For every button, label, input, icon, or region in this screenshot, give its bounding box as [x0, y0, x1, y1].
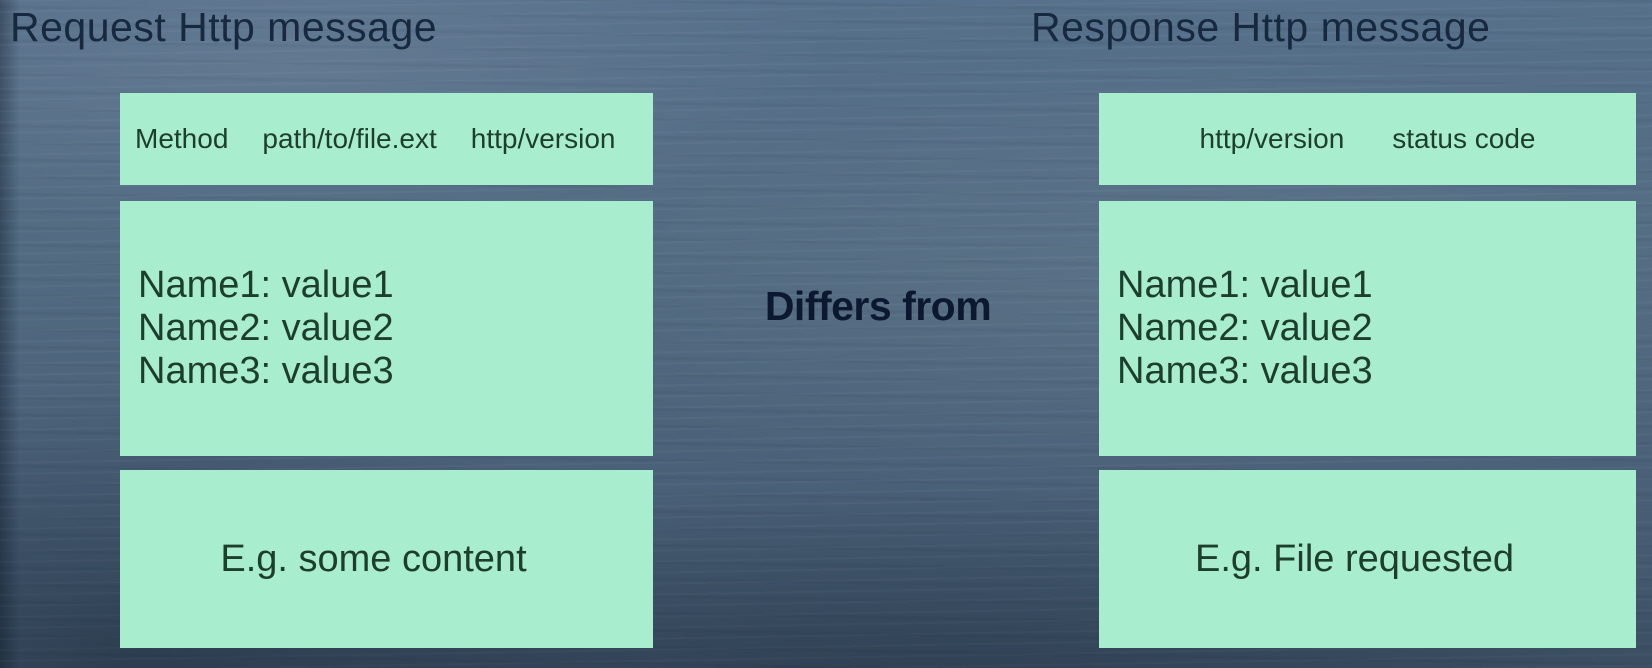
- request-header-line-1: Name1: value1: [138, 264, 394, 306]
- response-body-example-label: E.g. File requested: [1195, 537, 1514, 580]
- request-header-line-3: Name3: value3: [138, 350, 394, 392]
- request-start-line-box: Method path/to/file.ext http/version: [120, 93, 653, 185]
- request-body-example-label: E.g. some content: [220, 537, 527, 580]
- request-body-box: E.g. some content: [120, 470, 653, 648]
- response-header-line-1: Name1: value1: [1117, 264, 1373, 306]
- response-status-code-label: status code: [1392, 123, 1536, 154]
- request-title: Request Http message: [10, 4, 438, 50]
- response-http-version-label: http/version: [1199, 123, 1345, 154]
- request-headers-box: Name1: value1 Name2: value2 Name3: value…: [120, 201, 653, 456]
- response-header-line-2: Name2: value2: [1117, 307, 1373, 349]
- request-http-version-label: http/version: [470, 123, 616, 154]
- response-body-box: E.g. File requested: [1099, 470, 1636, 648]
- request-path-label: path/to/file.ext: [262, 123, 437, 154]
- request-method-label: Method: [135, 123, 229, 154]
- response-headers-box: Name1: value1 Name2: value2 Name3: value…: [1099, 201, 1636, 456]
- response-start-line-box: http/version status code: [1099, 93, 1636, 185]
- differs-from-label: Differs from: [764, 283, 992, 329]
- request-header-line-2: Name2: value2: [138, 307, 394, 349]
- response-header-line-3: Name3: value3: [1117, 350, 1373, 392]
- response-title: Response Http message: [1031, 4, 1491, 50]
